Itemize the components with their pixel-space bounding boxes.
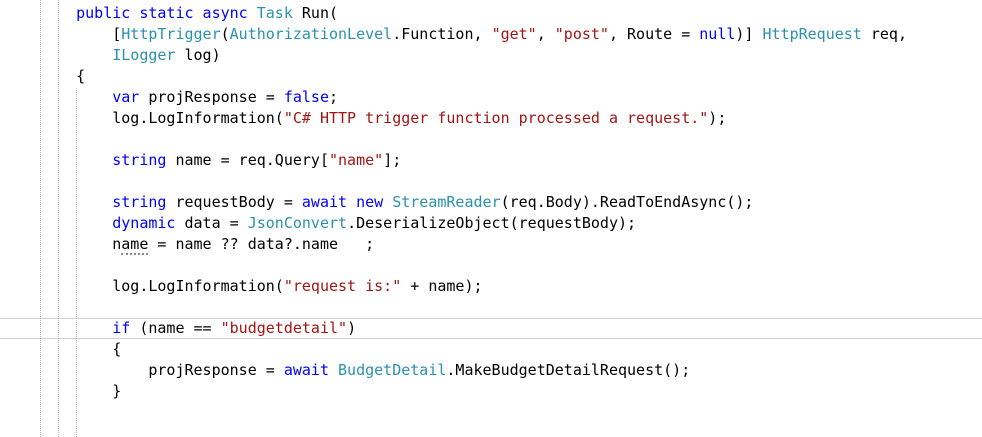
code-token: .Function, <box>392 25 492 43</box>
code-token: ); <box>708 109 727 127</box>
code-token: "C# HTTP trigger function processed a re… <box>283 109 709 127</box>
code-token: HttpRequest <box>762 25 862 43</box>
code-token <box>383 193 392 211</box>
code-line[interactable]: { <box>40 66 982 87</box>
code-token: null <box>699 25 736 43</box>
code-token: = name ?? data?.name ; <box>148 235 375 253</box>
code-token <box>329 361 338 379</box>
code-token: .MakeBudgetDetailRequest(); <box>446 361 691 379</box>
code-token <box>40 46 112 64</box>
code-token: BudgetDetail <box>338 361 447 379</box>
code-token: { <box>40 340 122 358</box>
code-line[interactable]: public static async Task Run( <box>40 3 982 24</box>
code-token: { <box>40 67 86 85</box>
code-token: ) <box>347 319 357 337</box>
code-line[interactable]: ILogger log) <box>40 45 982 66</box>
code-token: "request is:" <box>283 277 402 295</box>
code-token: dynamic <box>112 214 176 232</box>
code-token: , <box>536 25 555 43</box>
code-line[interactable]: { <box>40 339 982 360</box>
code-token <box>347 193 356 211</box>
code-token <box>40 193 112 211</box>
code-line[interactable] <box>40 402 982 423</box>
code-token: StreamReader <box>392 193 501 211</box>
code-token: projResponse = <box>139 88 284 106</box>
code-line[interactable] <box>40 171 982 192</box>
code-line[interactable]: name = name ?? data?.name ; <box>40 234 982 255</box>
code-token <box>40 319 112 337</box>
current-line-highlight <box>0 318 982 339</box>
indent-guide <box>76 88 77 437</box>
code-token: var <box>112 88 140 106</box>
code-token: false <box>283 88 329 106</box>
code-token: if <box>112 319 131 337</box>
code-token: HttpTrigger <box>121 25 221 43</box>
code-token: .DeserializeObject(requestBody); <box>347 214 637 232</box>
code-line[interactable] <box>40 129 982 150</box>
code-token: Task <box>256 4 293 22</box>
code-line[interactable]: string requestBody = await new StreamRea… <box>40 192 982 213</box>
code-line[interactable]: if (name == "budgetdetail") <box>40 318 982 339</box>
code-token: log) <box>175 46 221 64</box>
code-lines-container: public static async Task Run( [HttpTrigg… <box>40 3 982 423</box>
code-line[interactable]: dynamic data = JsonConvert.DeserializeOb… <box>40 213 982 234</box>
code-token: new <box>356 193 384 211</box>
code-token: ]; <box>383 151 402 169</box>
code-token: ame <box>121 235 149 255</box>
code-line[interactable]: [HttpTrigger(AuthorizationLevel.Function… <box>40 24 982 45</box>
code-line[interactable]: } <box>40 381 982 402</box>
code-token: string <box>112 151 167 169</box>
code-token <box>40 4 76 22</box>
code-token <box>40 88 112 106</box>
code-token: req, <box>861 25 907 43</box>
code-token: JsonConvert <box>247 214 348 232</box>
code-token: ( <box>220 25 230 43</box>
code-token: projResponse = <box>40 361 284 379</box>
indent-guide <box>40 0 41 437</box>
code-token: ILogger <box>112 46 176 64</box>
code-token: data = <box>175 214 248 232</box>
code-line[interactable] <box>40 297 982 318</box>
code-token <box>40 214 112 232</box>
code-token: } <box>40 382 122 400</box>
code-line[interactable]: string name = req.Query["name"]; <box>40 150 982 171</box>
code-token: "budgetdetail" <box>220 319 348 337</box>
code-token: [ <box>40 25 122 43</box>
code-token: )] <box>735 25 763 43</box>
code-token: (req.Body).ReadToEndAsync(); <box>500 193 754 211</box>
code-token: "post" <box>554 25 609 43</box>
code-token: (name == <box>130 319 221 337</box>
code-token: log.LogInformation( <box>40 277 284 295</box>
code-token: + name); <box>401 277 483 295</box>
code-token <box>40 151 112 169</box>
code-token: name = req.Query[ <box>166 151 329 169</box>
code-token: requestBody = <box>166 193 302 211</box>
code-line[interactable]: var projResponse = false; <box>40 87 982 108</box>
code-token: "name" <box>329 151 384 169</box>
code-token: , Route = <box>608 25 700 43</box>
code-line[interactable]: log.LogInformation("C# HTTP trigger func… <box>40 108 982 129</box>
code-token: log.LogInformation( <box>40 109 284 127</box>
code-token: ; <box>329 88 339 106</box>
code-line[interactable]: projResponse = await BudgetDetail.MakeBu… <box>40 360 982 381</box>
code-token: AuthorizationLevel <box>229 25 393 43</box>
code-token: await <box>283 361 329 379</box>
code-line[interactable] <box>40 255 982 276</box>
code-token: n <box>40 235 122 253</box>
code-token: "get" <box>491 25 537 43</box>
code-token: public static async <box>76 4 257 22</box>
code-token: await <box>301 193 348 211</box>
code-token: string <box>112 193 167 211</box>
code-token: Run( <box>292 4 339 22</box>
code-line[interactable]: log.LogInformation("request is:" + name)… <box>40 276 982 297</box>
indent-guide <box>58 0 59 437</box>
